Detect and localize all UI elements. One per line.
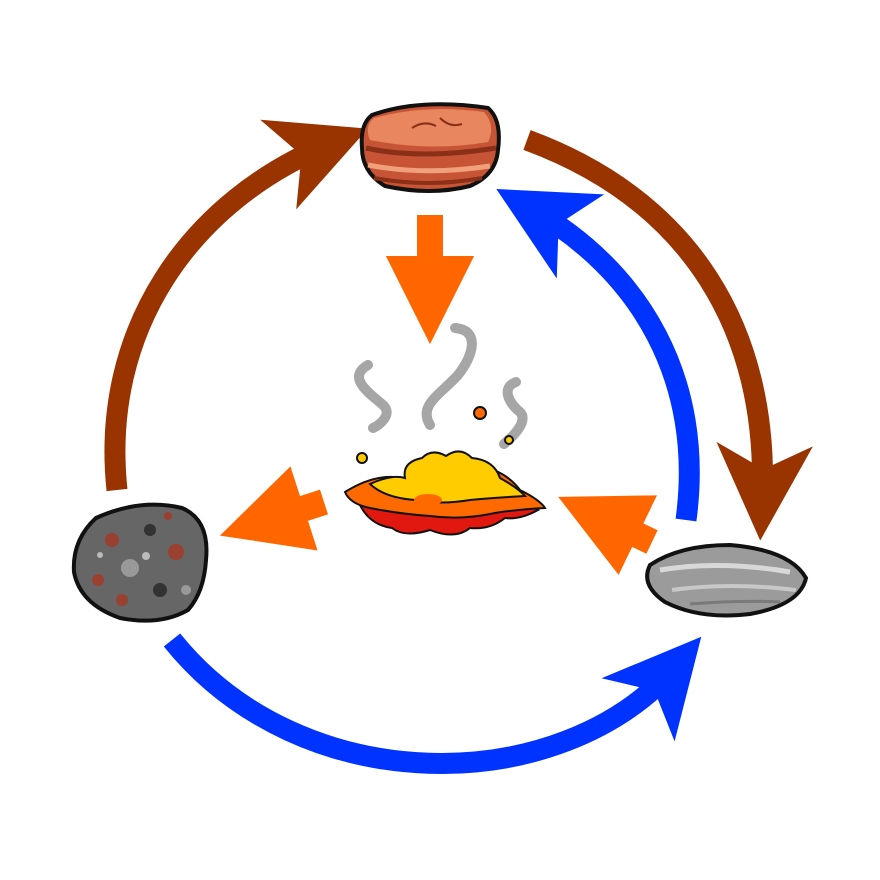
arrow-magma-to-igneous — [219, 466, 328, 551]
layered-sandstone-rock-icon — [359, 102, 501, 193]
gray-flat-stone-icon — [645, 542, 809, 618]
arrow-metamorphic-to-sedimentary — [496, 189, 700, 522]
steam-icon — [354, 323, 528, 449]
molten-magma-pool-icon — [343, 406, 547, 536]
arrow-metamorphic-to-magma — [558, 495, 658, 575]
arrow-igneous-to-sedimentary — [104, 119, 368, 492]
speckled-granite-rock-icon — [71, 502, 209, 623]
arrow-igneous-to-metamorphic — [163, 633, 702, 774]
arrow-sedimentary-to-metamorphic — [523, 130, 813, 541]
